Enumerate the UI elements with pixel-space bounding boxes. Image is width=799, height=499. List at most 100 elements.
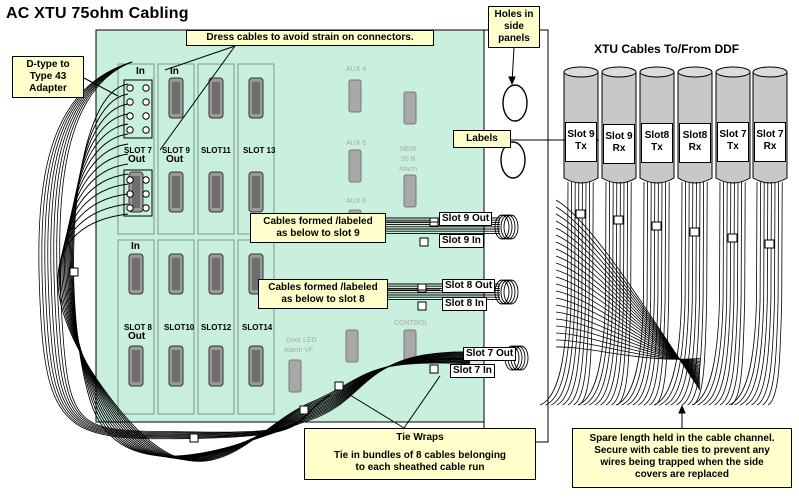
tag-slot9-in: Slot 9 In — [439, 234, 484, 248]
bnc-in-6 — [142, 112, 150, 120]
ddf-title: XTU Cables To/From DDF — [594, 42, 740, 56]
callout-spare-line1: Spare length held in the cable channel. — [589, 433, 775, 444]
ddf-cable-slot-1: Slot 9 — [605, 131, 633, 142]
tie-wrap-6 — [429, 364, 439, 374]
bnc-in-4 — [142, 84, 150, 92]
leader-dress-2 — [159, 45, 236, 151]
faint-connector-6 — [288, 359, 302, 393]
sheath-top-5 — [752, 66, 788, 78]
callout-spare-length: Spare length held in the cable channel. … — [572, 428, 792, 488]
faint-door-led: Door LED — [286, 337, 317, 344]
ddf-wire-3-2 — [665, 181, 690, 406]
coil-slot8-2 — [500, 279, 516, 305]
dconn-bottom-out-3-inner — [252, 350, 260, 382]
slot-label-8: SLOT 8 — [124, 323, 153, 332]
ddf-cable-slot-2: Slot8 — [644, 130, 670, 141]
ddf-cable-slot-4: Slot 7 — [719, 129, 747, 140]
leader-holes — [511, 47, 515, 83]
ddf-cable-dir-1: Rx — [612, 143, 626, 154]
tag-slot7-out: Slot 7 Out — [463, 347, 517, 361]
faint-aux4: AUX 4 — [346, 66, 367, 73]
ddf-wire-2-1 — [621, 181, 648, 406]
callout-dress-cables: Dress cables to avoid strain on connecto… — [186, 30, 434, 46]
out-label-slot8: Out — [128, 331, 146, 342]
leader-dtype — [83, 77, 119, 97]
callout-holes-line1: Holes in — [494, 9, 534, 20]
sheath-top-4 — [715, 66, 751, 78]
bnc-in-5 — [142, 98, 150, 106]
ddf-wire-2-6 — [649, 181, 666, 406]
tag-slot9-out: Slot 9 Out — [439, 212, 493, 226]
faint-connector-3 — [403, 91, 417, 125]
bnc-in-2 — [126, 112, 134, 120]
bnc-out-4 — [142, 190, 150, 198]
faint-alarm: Alarm — [399, 166, 418, 173]
bnc-out-5 — [142, 204, 150, 212]
ddf-wire-3-0 — [653, 181, 683, 406]
callout-formed9-line1: Cables formed /labeled — [263, 216, 373, 227]
faint-alarm-vf: Alarm VF — [284, 347, 314, 354]
ddf-wire-4-4 — [714, 181, 735, 406]
sheath-top-0 — [563, 66, 599, 78]
wire-outer-7 — [38, 61, 331, 440]
ddf-wire-2-5 — [643, 181, 663, 406]
coil-slot9-0 — [494, 214, 510, 240]
bnc-out-3 — [142, 176, 150, 184]
callout-spare-line2: Secure with cable ties to prevent any — [594, 445, 770, 456]
faint-control: CONTROL — [394, 320, 429, 327]
wire-slot7-13 — [57, 213, 471, 462]
faint-connector-1 — [348, 149, 362, 183]
callout-tie-line2: to each sheathed cable run — [355, 462, 485, 473]
ddf-tie-2 — [651, 221, 662, 231]
ddf-wire-2-2 — [627, 181, 652, 406]
slot-label-12: SLOT12 — [201, 323, 232, 332]
callout-spare-line4: covers are replaced — [635, 469, 729, 480]
callout-labels-text: Labels — [466, 133, 498, 144]
bnc-out-2 — [126, 204, 134, 212]
ddf-tie-5 — [764, 239, 775, 249]
tag-slot8-in: Slot 8 In — [442, 297, 487, 311]
coil-slot8-3 — [503, 279, 519, 305]
out-label-slot9: Out — [166, 154, 184, 165]
callout-dress-cables-text: Dress cables to avoid strain on connecto… — [206, 32, 414, 43]
dconn-bottom-in-3-inner — [252, 258, 260, 290]
ddf-wire-5-1 — [734, 181, 761, 406]
faint-new: NEW — [400, 146, 417, 153]
ddf-wire-4-6 — [725, 181, 742, 406]
callout-dtype-adapter: D-type to Type 43 Adapter — [12, 56, 84, 98]
ddf-cable-dir-4: Tx — [727, 141, 739, 152]
dconn-top-in-3-inner — [252, 82, 260, 114]
in-label-bottom: In — [131, 241, 140, 252]
dconn-top-out-1-inner — [172, 176, 180, 208]
ddf-wire-2-7 — [654, 181, 670, 406]
side-hole-2 — [500, 141, 526, 179]
callout-tie-line1: Tie in bundles of 8 cables belonging — [333, 450, 507, 461]
sheath-top-2 — [639, 66, 675, 78]
callout-dtype-line1: D-type to — [26, 59, 70, 70]
ddf-wire-4-0 — [691, 181, 721, 406]
faint-connector-7 — [345, 329, 359, 363]
dconn-bottom-in-0-inner — [132, 258, 140, 290]
ddf-wire-5-2 — [740, 181, 765, 406]
ddf-tie-1 — [613, 215, 624, 225]
ddf-cable-dir-3: Rx — [688, 142, 702, 153]
tag-slot7-in: Slot 7 In — [450, 364, 495, 378]
faint-aux6: AUX 6 — [346, 198, 367, 205]
ddf-wire-1-5 — [605, 181, 625, 406]
ddf-wire-5-5 — [756, 181, 776, 406]
ddf-wire-0-7 — [578, 181, 594, 406]
faint-connector-0 — [348, 79, 362, 113]
dconn-bottom-in-1-inner — [172, 258, 180, 290]
callout-formed8-line2: as below to slot 8 — [281, 294, 365, 305]
tie-wrap-0 — [69, 267, 79, 277]
dconn-bottom-out-0-inner — [132, 350, 140, 382]
wire-slot7-12 — [58, 203, 471, 462]
ddf-wire-1-0 — [577, 181, 607, 406]
bnc-in-3 — [126, 126, 134, 134]
leader-dress-1 — [164, 45, 236, 71]
leader-tie-2 — [403, 375, 441, 429]
slot-label-7: SLOT 7 — [124, 146, 153, 155]
bnc-in-1 — [126, 98, 134, 106]
